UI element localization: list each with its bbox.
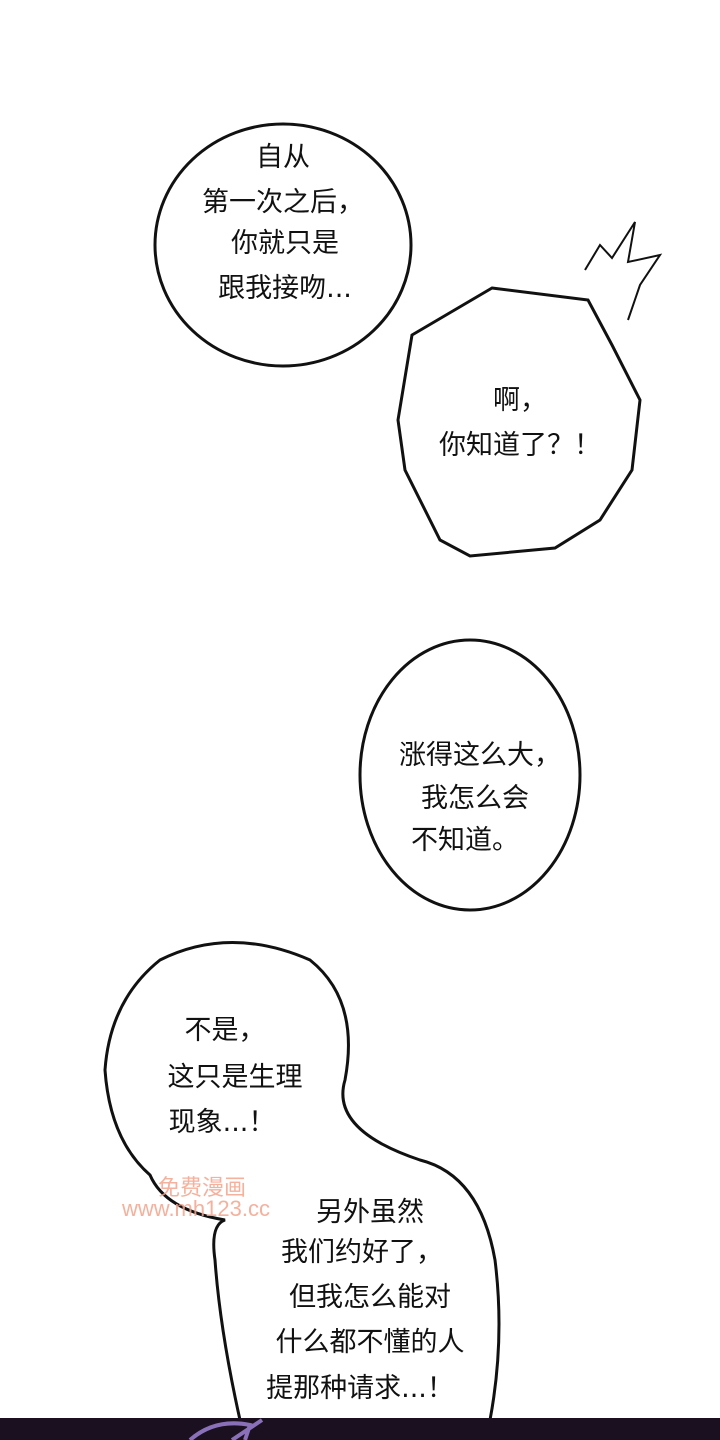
bubble-3-line: 我怎么会: [421, 783, 529, 814]
bubble-4-line: 这只是生理: [167, 1062, 303, 1093]
bubble-5-line: 另外虽然: [316, 1197, 424, 1228]
speech-bubble-4: [103, 941, 501, 1422]
bottom-band: [0, 1418, 720, 1440]
bubble-1-line: 第一次之后，: [202, 187, 364, 218]
speech-bubble-1: [153, 122, 413, 368]
bubble-4-line: 现象...！: [168, 1107, 276, 1138]
bubble-3-line: 不知道。: [411, 825, 519, 856]
bubble-3-line: 涨得这么大，: [399, 740, 561, 771]
bubble-5-line: 什么都不懂的人: [275, 1327, 465, 1358]
watermark-title: 免费漫画: [158, 1175, 247, 1200]
bubble-1-line: 你就只是: [231, 228, 339, 259]
bubble-4-line: 不是，: [184, 1015, 266, 1046]
bubble-5-line: 我们约好了，: [281, 1237, 443, 1268]
bubble-5-line: 提那种请求...！: [266, 1373, 454, 1404]
bubble-2-line: 啊，: [493, 385, 547, 416]
bubble-1-line: 跟我接吻...: [218, 273, 352, 304]
speech-bubble-2: [396, 286, 642, 558]
watermark-url: www.mh123.cc: [122, 1196, 270, 1221]
bottom-art-fragment: [188, 1418, 264, 1440]
bubble-2-line: 你知道了？！: [439, 430, 601, 461]
bubble-5-line: 但我怎么能对: [289, 1282, 451, 1313]
surprise-spike-icon: [584, 221, 663, 321]
speech-bubble-3: [358, 638, 582, 912]
bubble-1-line: 自从: [256, 142, 310, 173]
